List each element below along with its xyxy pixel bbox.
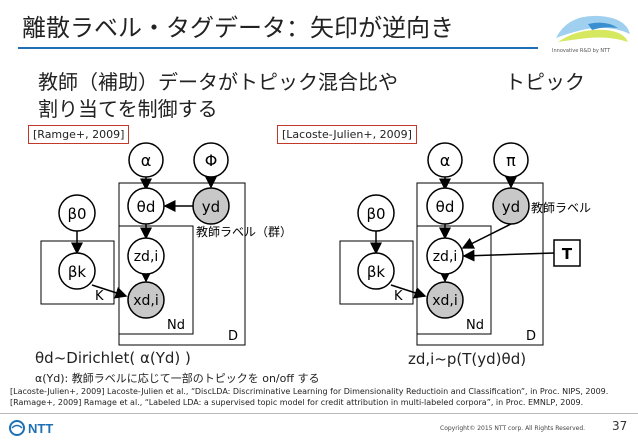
right-beta-k-label: βk: [367, 263, 386, 281]
references: [Lacoste-Julien+, 2009] Lacoste-Julien e…: [10, 386, 608, 408]
reference-item: [Lacoste-Julien+, 2009] Lacoste-Julien e…: [10, 387, 609, 396]
right-pi-label: π: [506, 151, 516, 170]
reference-item: [Ramage+, 2009] Ramage et al., “Labeled …: [10, 398, 584, 407]
left-alpha-node: [128, 142, 164, 178]
innovative-rnd-logo-icon: [556, 15, 630, 42]
right-beta0-node: [357, 194, 395, 232]
left-phi-node: [193, 142, 229, 178]
left-beta0-node: [58, 194, 96, 232]
right-y-label: yd: [502, 198, 520, 216]
left-theta-node: [127, 187, 165, 225]
left-z-label: zd,i: [134, 249, 159, 265]
left-y-node: [192, 187, 230, 225]
subtitle-line-1-tail: トピック: [505, 70, 585, 94]
right-t-label: T: [562, 245, 573, 263]
left-x-label: xd,i: [133, 293, 159, 309]
right-pi-node: [493, 142, 529, 178]
right-theta-label: θd: [436, 198, 455, 216]
copyright-text: Copyright© 2015 NTT corp. All Rights Res…: [440, 425, 586, 432]
title-underline: [18, 47, 538, 49]
right-beta-k-node: [357, 252, 395, 290]
right-z-label: zd,i: [433, 249, 458, 265]
left-theta-label: θd: [137, 198, 156, 216]
right-annotation: 教師ラベル: [531, 200, 591, 215]
left-beta0-label: β0: [67, 205, 86, 223]
right-x-label: xd,i: [432, 293, 458, 309]
left-equation: θd~Dirichlet( α(Yd) ): [35, 349, 191, 367]
right-equation: zd,i~p(T(yd)θd): [408, 350, 527, 368]
left-phi-label: Φ: [205, 151, 218, 170]
right-citation-box: [Lacoste-Julien+, 2009]: [277, 125, 417, 144]
slide-title: 離散ラベル・タグデータ：矢印が逆向き: [22, 14, 454, 42]
left-plate-n: [118, 225, 194, 335]
left-z-node: [127, 237, 165, 275]
ntt-logo-text: NTT: [28, 421, 53, 436]
right-alpha-node: [427, 142, 463, 178]
left-annotation: 教師ラベル（群）: [196, 224, 292, 239]
ntt-logo-icon: NTT: [9, 420, 53, 436]
right-y-node: [492, 187, 530, 225]
left-citation-box: [Ramge+, 2009]: [28, 125, 130, 144]
right-x-node: [426, 281, 464, 319]
right-t-node: [553, 239, 581, 267]
left-plate-k-label: K: [95, 289, 104, 304]
left-plate-n-label: Nd: [167, 318, 185, 333]
subtitle-line-1: 教師（補助）データがトピック混合比や: [38, 70, 398, 94]
left-note: α(Yd): 教師ラベルに応じて一部のトピックを on/off する: [35, 372, 320, 385]
logo-tagline: Innovative R&D by NTT: [552, 48, 611, 54]
left-beta-k-node: [58, 252, 96, 290]
left-x-node: [127, 281, 165, 319]
subtitle-line-2: 割り当てを制御する: [38, 97, 218, 121]
right-beta0-label: β0: [366, 205, 385, 223]
page-number: 37: [612, 419, 628, 433]
left-plate-d-label: D: [228, 329, 238, 344]
right-plate-d-label: D: [526, 329, 536, 344]
footer-divider: [0, 413, 638, 414]
right-alpha-label: α: [440, 151, 451, 170]
left-alpha-label: α: [141, 151, 152, 170]
right-plate-n: [416, 225, 492, 335]
left-y-label: yd: [202, 198, 220, 216]
right-plate-n-label: Nd: [466, 318, 484, 333]
right-plate-k-label: K: [394, 289, 403, 304]
right-z-node: [426, 237, 464, 275]
right-theta-node: [426, 187, 464, 225]
left-beta-k-label: βk: [68, 263, 87, 281]
